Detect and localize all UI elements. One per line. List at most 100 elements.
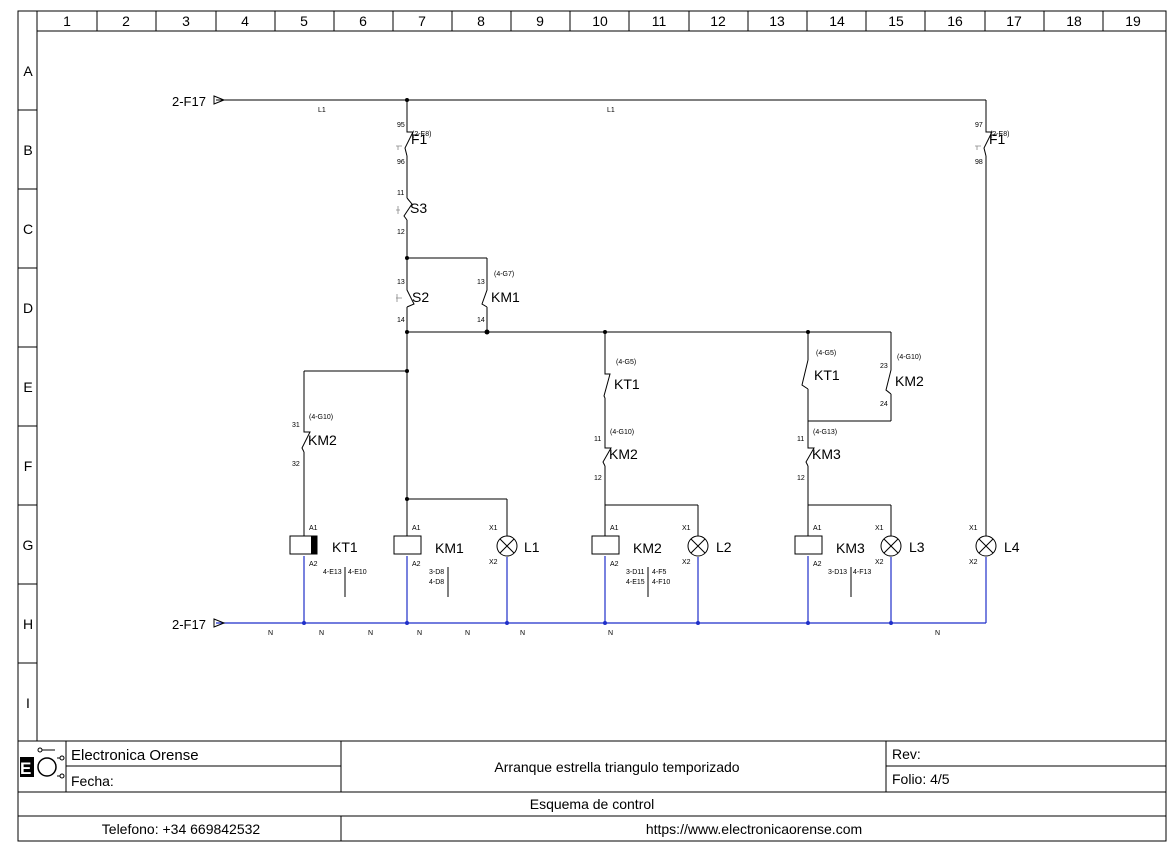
col-5: 5 [300, 13, 308, 29]
col-13: 13 [769, 13, 785, 29]
svg-text:32: 32 [292, 461, 300, 468]
km1-coil[interactable]: A1 A2 KM1 3-D8 4-D8 [393, 525, 464, 597]
f1-left-contact[interactable]: 95 96 F1 (2-E8) [396, 122, 431, 166]
website-link[interactable]: https://www.electronicaorense.com [646, 821, 862, 837]
svg-text:11: 11 [594, 436, 601, 443]
svg-text:L2: L2 [716, 539, 732, 555]
svg-text:4-E10: 4-E10 [348, 569, 367, 576]
svg-text:(4-G5): (4-G5) [816, 350, 836, 357]
lamp-l3[interactable]: X1 X2 L3 [875, 525, 925, 566]
svg-text:4-E15: 4-E15 [626, 579, 645, 586]
logo-text: EO [20, 759, 51, 778]
svg-text:A2: A2 [610, 561, 619, 568]
bottom-rail-ref[interactable]: 2-F17 [172, 617, 206, 632]
svg-text:X1: X1 [875, 525, 884, 532]
svg-text:98: 98 [975, 159, 983, 166]
col-6: 6 [359, 13, 367, 29]
company-logo: EO [20, 747, 65, 779]
km3-nc-contact[interactable]: 11 12 KM3 (4-G13) [797, 429, 841, 482]
svg-text:14: 14 [477, 317, 485, 324]
col-18: 18 [1066, 13, 1082, 29]
lamp-l1[interactable]: X1 X2 L1 [489, 525, 540, 566]
top-rail-ref[interactable]: 2-F17 [172, 94, 206, 109]
column-numbers: 1 2 3 4 5 6 7 8 9 10 11 12 13 14 15 16 1… [63, 13, 1141, 29]
svg-text:(4-G10): (4-G10) [610, 429, 634, 436]
n-label: N [417, 630, 422, 637]
row-letters: A B C D E F G H I [23, 63, 34, 711]
kt1-timed-contact-a[interactable]: KT1 (4-G5) [603, 359, 640, 399]
kt1-coil[interactable]: A1 A2 KT1 4-E13 4-E10 [289, 525, 367, 597]
svg-text:KT1: KT1 [332, 539, 358, 555]
svg-text:97: 97 [975, 122, 983, 129]
svg-text:F1: F1 [989, 131, 1006, 147]
svg-text:A2: A2 [309, 561, 318, 568]
col-17: 17 [1006, 13, 1022, 29]
svg-text:4-E13: 4-E13 [323, 569, 342, 576]
lamp-l2[interactable]: X1 X2 L2 [682, 525, 732, 566]
svg-text:12: 12 [397, 229, 405, 236]
svg-text:4-F13: 4-F13 [853, 569, 871, 576]
km2-no-contact[interactable]: 23 24 KM2 (4-G10) [880, 354, 924, 408]
svg-text:4-D8: 4-D8 [429, 579, 444, 586]
rail-refs: 2-F17 2-F17 L1 L1 [172, 94, 615, 632]
svg-text:(4-G10): (4-G10) [309, 414, 333, 421]
km2-nc-contact-2[interactable]: 11 12 KM2 (4-G10) [594, 429, 638, 482]
bottom-rail-arrow-icon [213, 618, 226, 628]
neutral-wiring [216, 556, 987, 624]
svg-text:L1: L1 [524, 539, 540, 555]
neutral-labels: N N N N N N N N [268, 630, 940, 637]
svg-text:11: 11 [797, 436, 804, 443]
svg-text:X1: X1 [489, 525, 498, 532]
svg-text:24: 24 [880, 401, 888, 408]
svg-text:3-D11: 3-D11 [626, 569, 645, 576]
svg-text:13: 13 [477, 279, 485, 286]
svg-text:(4-G10): (4-G10) [897, 354, 921, 361]
col-3: 3 [182, 13, 190, 29]
svg-text:A2: A2 [813, 561, 822, 568]
svg-text:X2: X2 [489, 559, 498, 566]
col-1: 1 [63, 13, 71, 29]
kt1-timed-contact-b[interactable]: KT1 (4-G5) [801, 350, 840, 390]
row-d: D [23, 300, 33, 316]
svg-text:X2: X2 [875, 559, 884, 566]
row-e: E [23, 379, 32, 395]
svg-text:L4: L4 [1004, 539, 1020, 555]
svg-text:3-D13: 3-D13 [828, 569, 847, 576]
s2-pushbutton[interactable]: 13 14 S2 [396, 279, 429, 324]
s3-pushbutton[interactable]: 11 12 S3 [396, 190, 427, 236]
col-9: 9 [536, 13, 544, 29]
row-b: B [23, 142, 32, 158]
svg-text:KM3: KM3 [836, 540, 865, 556]
fecha-label: Fecha: [71, 773, 114, 789]
svg-text:KM1: KM1 [491, 289, 520, 305]
svg-text:13: 13 [397, 279, 405, 286]
km2-nc-contact[interactable]: 31 32 KM2 (4-G10) [292, 414, 337, 468]
company-name: Electronica Orense [71, 747, 199, 764]
n-label: N [465, 630, 470, 637]
svg-text:A1: A1 [412, 525, 421, 532]
folio-label: Folio: 4/5 [892, 771, 950, 787]
svg-text:KM3: KM3 [812, 446, 841, 462]
km1-aux-contact[interactable]: 13 14 KM1 (4-G7) [477, 271, 520, 324]
svg-text:S2: S2 [412, 289, 429, 305]
svg-text:KT1: KT1 [614, 376, 640, 392]
row-c: C [23, 221, 33, 237]
svg-text:(2-E8): (2-E8) [990, 131, 1009, 138]
svg-text:12: 12 [594, 475, 602, 482]
svg-text:12: 12 [797, 475, 805, 482]
svg-text:31: 31 [292, 422, 300, 429]
svg-text:(4-G13): (4-G13) [813, 429, 837, 436]
lamp-l4[interactable]: X1 X2 L4 [969, 525, 1020, 566]
n-label: N [935, 630, 940, 637]
km2-coil[interactable]: A1 A2 KM2 3-D11 4-E15 4-F5 4-F10 [591, 525, 670, 597]
km3-coil[interactable]: A1 A2 KM3 3-D13 4-F13 [794, 525, 871, 597]
col-10: 10 [592, 13, 608, 29]
svg-text:A1: A1 [813, 525, 822, 532]
col-4: 4 [241, 13, 249, 29]
n-label: N [268, 630, 273, 637]
f1-right-contact[interactable]: 97 98 F1 (2-E8) [975, 122, 1009, 166]
top-rail-arrow-icon [213, 95, 226, 105]
rev-label: Rev: [892, 746, 921, 762]
svg-text:KM2: KM2 [633, 540, 662, 556]
